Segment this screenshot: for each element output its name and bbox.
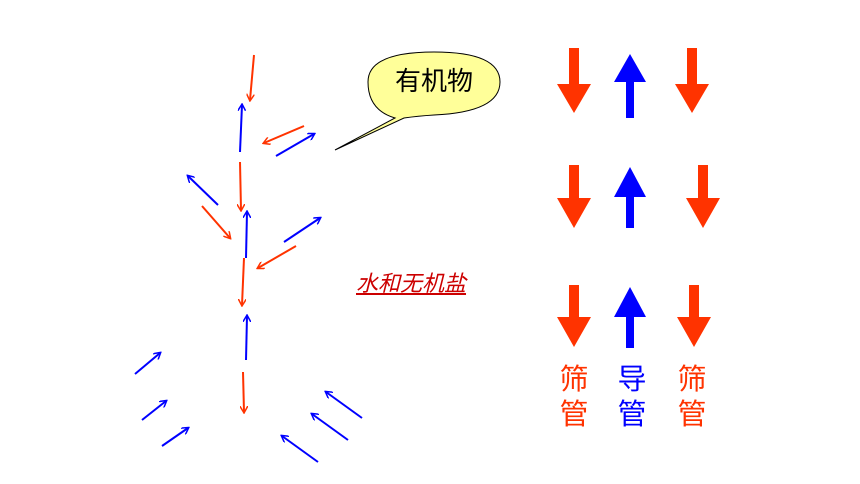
vessel-arrow-down-sugar	[557, 48, 591, 113]
sieve-tube-label-char: 筛	[677, 362, 707, 396]
vessel-label-char: 管	[617, 397, 647, 431]
organic-matter-label: 有机物	[394, 67, 473, 97]
root-arrow-water	[282, 436, 319, 463]
sieve-tube-label-char: 管	[559, 397, 589, 431]
vessel-arrow-down-sugar	[557, 285, 591, 347]
leaf-arrow-sugar	[258, 245, 297, 268]
stem-arrow-down	[242, 257, 244, 305]
stem-arrow-up	[246, 316, 247, 361]
water-minerals-caption: 水和无机盐	[356, 272, 467, 297]
root-arrow-water	[134, 353, 160, 375]
stem-arrow-down	[240, 161, 241, 210]
vessel-arrow-up-water	[614, 287, 646, 348]
sieve-tube-label-right: 筛 管	[672, 362, 712, 432]
leaf-arrow-water	[275, 134, 314, 157]
root-arrow-water	[161, 428, 188, 447]
stem-arrow-down	[250, 54, 255, 100]
speech-bubble-shape	[334, 51, 501, 151]
leaf-arrow-sugar	[201, 205, 230, 238]
vessel-arrow-down-sugar	[675, 48, 709, 113]
root-arrow-water	[141, 401, 166, 421]
root-arrow-water	[326, 392, 363, 419]
sieve-tube-label-char: 筛	[559, 362, 589, 396]
vessel-label: 导 管	[612, 362, 652, 432]
leaf-arrows	[188, 125, 320, 268]
vessel-arrow-down-sugar	[686, 165, 720, 228]
vessel-arrows	[557, 48, 720, 348]
vessel-arrow-up-water	[614, 167, 646, 228]
vessel-arrow-down-sugar	[557, 165, 591, 228]
root-arrows	[134, 353, 363, 463]
leaf-arrow-water	[283, 218, 320, 243]
sieve-tube-label-left: 筛 管	[554, 362, 594, 432]
root-arrow-water	[312, 414, 349, 441]
leaf-arrow-water	[188, 176, 219, 206]
plant-stem-arrows	[240, 54, 255, 412]
stem-arrow-up	[240, 105, 242, 153]
stem-arrow-down	[243, 371, 244, 412]
leaf-arrow-sugar	[264, 125, 305, 143]
sieve-tube-label-char: 管	[677, 397, 707, 431]
vessel-arrow-up-water	[614, 54, 646, 118]
stem-arrow-up	[246, 212, 247, 259]
vessel-arrow-down-sugar	[677, 285, 711, 347]
vessel-label-char: 导	[617, 362, 647, 396]
speech-bubble	[334, 51, 501, 151]
